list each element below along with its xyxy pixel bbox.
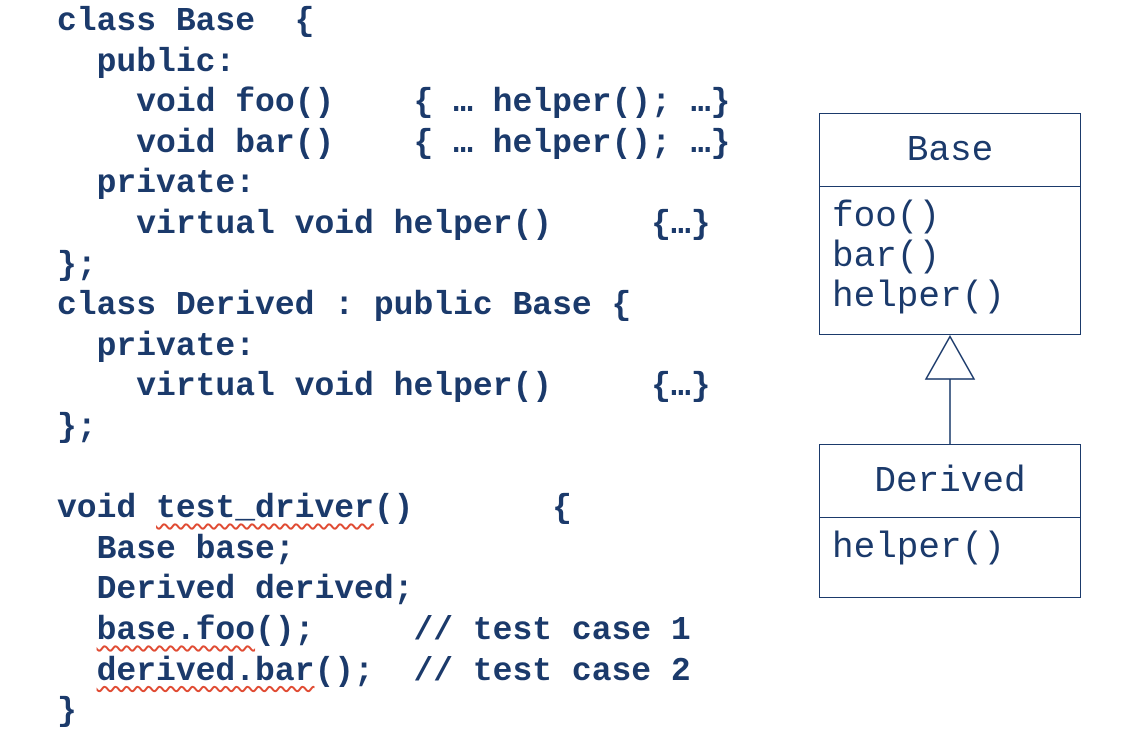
code-line: derived.bar(); // test case 2 xyxy=(57,652,730,693)
code-line: }; xyxy=(57,246,730,287)
hollow-triangle-icon xyxy=(924,335,976,380)
code-line: virtual void helper() {…} xyxy=(57,367,730,408)
code-text: public: xyxy=(57,43,236,81)
code-line: void test_driver() { xyxy=(57,489,730,530)
inheritance-arrow xyxy=(924,335,976,445)
code-text: } xyxy=(57,693,77,731)
code-text: void foo() { … helper(); …} xyxy=(57,84,731,122)
misspelled-identifier: derived.bar xyxy=(96,652,315,690)
base-class-member: helper() xyxy=(832,276,1005,317)
code-line: void foo() { … helper(); …} xyxy=(57,83,730,124)
code-text: class Derived : public Base { xyxy=(57,287,632,325)
code-text: Derived derived; xyxy=(57,571,414,609)
code-line: Derived derived; xyxy=(57,570,730,611)
code-text: }; xyxy=(57,408,97,446)
code-line: Base base; xyxy=(57,530,730,571)
code-line: virtual void helper() {…} xyxy=(57,205,730,246)
code-text: virtual void helper() {…} xyxy=(57,368,711,406)
code-line: } xyxy=(57,692,730,733)
code-line: public: xyxy=(57,43,730,84)
code-line: class Base { xyxy=(57,2,730,43)
base-class-box: Base foo() bar() helper() xyxy=(819,113,1081,335)
code-block: class Base { public: void foo() { … help… xyxy=(57,2,730,733)
code-text: private: xyxy=(57,327,256,365)
code-line: void bar() { … helper(); …} xyxy=(57,124,730,165)
code-text xyxy=(57,653,97,690)
code-text: (); // test case 2 xyxy=(314,652,691,690)
code-text: () { xyxy=(373,490,572,528)
derived-class-name: Derived xyxy=(820,445,1080,518)
code-text: class Base { xyxy=(57,3,315,40)
code-text: (); // test case 1 xyxy=(255,611,691,649)
derived-class-members: helper() xyxy=(820,518,1080,568)
derived-class-member: helper() xyxy=(832,527,1005,568)
base-class-member: foo() xyxy=(832,196,941,237)
base-class-members: foo() bar() helper() xyxy=(820,187,1080,317)
code-text: virtual void helper() {…} xyxy=(57,205,711,243)
code-line: private: xyxy=(57,327,730,368)
code-line: private: xyxy=(57,164,730,205)
base-class-member: bar() xyxy=(832,236,941,277)
code-text: private: xyxy=(57,165,256,203)
code-text xyxy=(57,612,97,649)
code-line: class Derived : public Base { xyxy=(57,286,730,327)
misspelled-identifier: base.foo xyxy=(96,611,256,649)
code-line xyxy=(57,449,730,490)
derived-class-box: Derived helper() xyxy=(819,444,1081,598)
code-line: base.foo(); // test case 1 xyxy=(57,611,730,652)
code-line: }; xyxy=(57,408,730,449)
code-text: void xyxy=(57,490,157,528)
code-text: }; xyxy=(57,246,97,284)
code-text: Base base; xyxy=(57,530,295,568)
base-class-name: Base xyxy=(820,114,1080,187)
code-text: void bar() { … helper(); …} xyxy=(57,124,731,162)
misspelled-identifier: test_driver xyxy=(156,490,374,528)
